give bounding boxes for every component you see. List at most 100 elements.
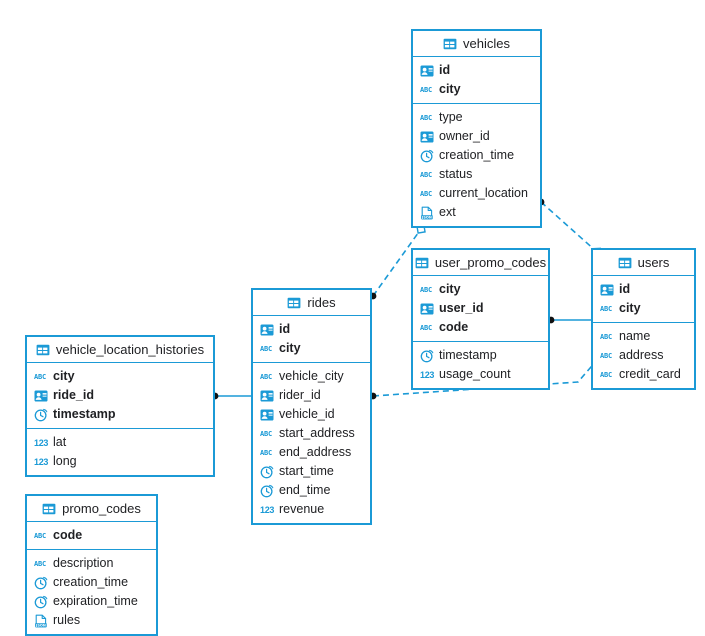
column-row[interactable]: ABC name bbox=[593, 327, 694, 346]
column-name: rider_id bbox=[279, 388, 321, 403]
column-row[interactable]: end_time bbox=[253, 481, 370, 500]
clock-icon bbox=[34, 576, 48, 590]
column-row[interactable]: owner_id bbox=[413, 127, 540, 146]
column-name: creation_time bbox=[439, 148, 515, 163]
column-row[interactable]: id bbox=[253, 320, 370, 339]
json-icon: JSON bbox=[34, 614, 48, 628]
column-name: vehicle_id bbox=[279, 407, 335, 422]
column-name: name bbox=[619, 329, 651, 344]
column-row[interactable]: user_id bbox=[413, 299, 548, 318]
svg-text:JSON: JSON bbox=[35, 623, 46, 627]
column-name: city bbox=[439, 282, 461, 297]
column-row[interactable]: ABC start_address bbox=[253, 424, 370, 443]
table-title: promo_codes bbox=[62, 501, 141, 516]
123-icon: 123 bbox=[34, 437, 49, 448]
table-header-users[interactable]: users bbox=[593, 250, 694, 276]
column-row[interactable]: vehicle_id bbox=[253, 405, 370, 424]
abc-icon: ABC bbox=[260, 429, 273, 438]
column-name: end_time bbox=[279, 483, 331, 498]
column-row[interactable]: 123 lat bbox=[27, 433, 213, 452]
table-icon bbox=[443, 37, 457, 51]
table-title: vehicle_location_histories bbox=[55, 342, 205, 357]
abc-icon: ABC bbox=[420, 85, 433, 94]
column-row[interactable]: ABC description bbox=[27, 554, 156, 573]
abc-icon: ABC bbox=[420, 113, 433, 122]
column-row[interactable]: creation_time bbox=[413, 146, 540, 165]
column-name: creation_time bbox=[53, 575, 129, 590]
table-header-vehicle_location_histories[interactable]: vehicle_location_histories bbox=[27, 337, 213, 363]
table-header-rides[interactable]: rides bbox=[253, 290, 370, 316]
column-row[interactable]: id bbox=[593, 280, 694, 299]
column-name: expiration_time bbox=[53, 594, 138, 609]
column-row[interactable]: expiration_time bbox=[27, 592, 156, 611]
table-header-user_promo_codes[interactable]: user_promo_codes bbox=[413, 250, 548, 276]
column-row[interactable]: id bbox=[413, 61, 540, 80]
123-icon: 123 bbox=[260, 504, 275, 515]
clock-icon bbox=[420, 349, 434, 363]
abc-icon: ABC bbox=[260, 448, 273, 457]
abc-icon: ABC bbox=[600, 332, 613, 341]
relationship-user-promo-codes-to-users[interactable] bbox=[547, 316, 591, 324]
column-name: address bbox=[619, 348, 664, 363]
table-icon bbox=[42, 502, 56, 516]
key-id-icon bbox=[260, 389, 274, 403]
relationship-vehicle-location-histories-to-rides[interactable] bbox=[211, 392, 251, 400]
column-row[interactable]: timestamp bbox=[27, 405, 213, 424]
column-row[interactable]: creation_time bbox=[27, 573, 156, 592]
column-name: lat bbox=[53, 435, 67, 450]
column-name: description bbox=[53, 556, 114, 571]
abc-icon: ABC bbox=[260, 372, 273, 381]
abc-icon: ABC bbox=[34, 531, 47, 540]
abc-icon: ABC bbox=[34, 559, 47, 568]
column-row[interactable]: ABC code bbox=[413, 318, 548, 337]
column-name: start_time bbox=[279, 464, 334, 479]
column-row[interactable]: timestamp bbox=[413, 346, 548, 365]
column-name: start_address bbox=[279, 426, 355, 441]
table-header-promo_codes[interactable]: promo_codes bbox=[27, 496, 156, 522]
key-id-icon bbox=[34, 389, 48, 403]
abc-icon: ABC bbox=[420, 323, 433, 332]
column-row[interactable]: start_time bbox=[253, 462, 370, 481]
column-row[interactable]: rider_id bbox=[253, 386, 370, 405]
table-header-vehicles[interactable]: vehicles bbox=[413, 31, 540, 57]
123-icon: 123 bbox=[34, 456, 49, 467]
column-row[interactable]: ride_id bbox=[27, 386, 213, 405]
column-name: code bbox=[439, 320, 469, 335]
key-id-icon bbox=[260, 323, 274, 337]
column-name: city bbox=[53, 369, 75, 384]
table-icon bbox=[36, 343, 50, 357]
clock-icon bbox=[420, 149, 434, 163]
